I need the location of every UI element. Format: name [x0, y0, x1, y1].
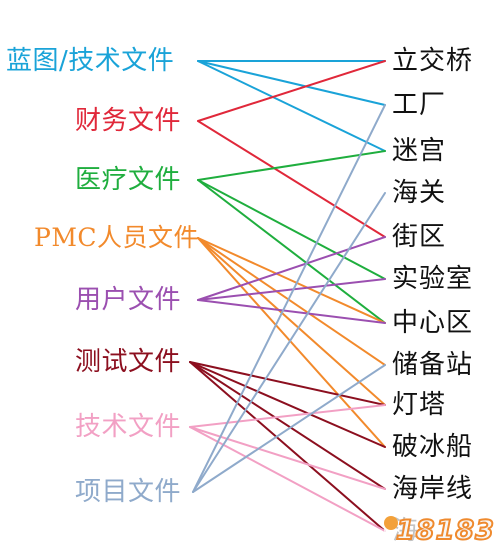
connector-l1-r3 [197, 60, 386, 152]
connector-l8-r8 [192, 364, 386, 493]
connector-l6-r9 [189, 361, 386, 406]
site-watermark-logo: 18183 [384, 512, 495, 550]
source-label-l5: 用户文件 [75, 285, 182, 315]
watermark-text: 18183 [395, 514, 495, 547]
connector-l4-r10 [197, 237, 386, 448]
source-label-l3: 医疗文件 [75, 165, 182, 195]
connector-l4-r7 [197, 237, 386, 324]
location-label-r7: 中心区 [392, 308, 474, 338]
connector-l8-r4 [192, 192, 386, 493]
connector-l5-r7 [197, 299, 386, 324]
location-label-r5: 街区 [392, 222, 447, 252]
location-label-r8: 储备站 [392, 350, 474, 380]
connector-l6-r12 [189, 361, 386, 532]
watermark-ball-icon [384, 516, 398, 530]
connector-l3-r6 [197, 179, 386, 280]
connector-l5-r5 [197, 236, 386, 301]
location-label-r6: 实验室 [392, 264, 474, 294]
location-label-r3: 迷宫 [392, 136, 447, 166]
source-label-l6: 测试文件 [75, 347, 182, 377]
connector-l6-r10 [189, 361, 386, 448]
connector-l3-r7 [197, 179, 386, 324]
connector-l5-r6 [197, 278, 386, 301]
connector-l1-r2 [197, 60, 386, 106]
connector-l3-r3 [197, 150, 386, 181]
source-label-l1: 蓝图/技术文件 [6, 46, 175, 76]
location-label-r9: 灯塔 [392, 390, 447, 420]
connector-l2-r1 [197, 60, 386, 122]
location-label-r4: 海关 [392, 178, 447, 208]
connector-l6-r11 [189, 361, 386, 490]
connector-l2-r5 [197, 120, 386, 238]
connector-l4-r8 [197, 237, 386, 366]
source-label-l4: PMC人员文件 [34, 223, 200, 252]
connector-l8-r2 [192, 104, 386, 493]
connector-l4-r9 [197, 237, 386, 406]
location-label-r1: 立交桥 [392, 46, 474, 76]
source-label-l8: 项目文件 [75, 477, 182, 507]
connector-l7-r9 [189, 404, 386, 428]
location-label-r10: 破冰船 [392, 432, 474, 462]
location-label-r2: 工厂 [392, 90, 447, 120]
location-label-r11: 海岸线 [392, 474, 474, 504]
source-label-l7: 技术文件 [75, 412, 182, 442]
source-label-l2: 财务文件 [75, 106, 182, 136]
connector-l7-r11 [189, 426, 386, 490]
